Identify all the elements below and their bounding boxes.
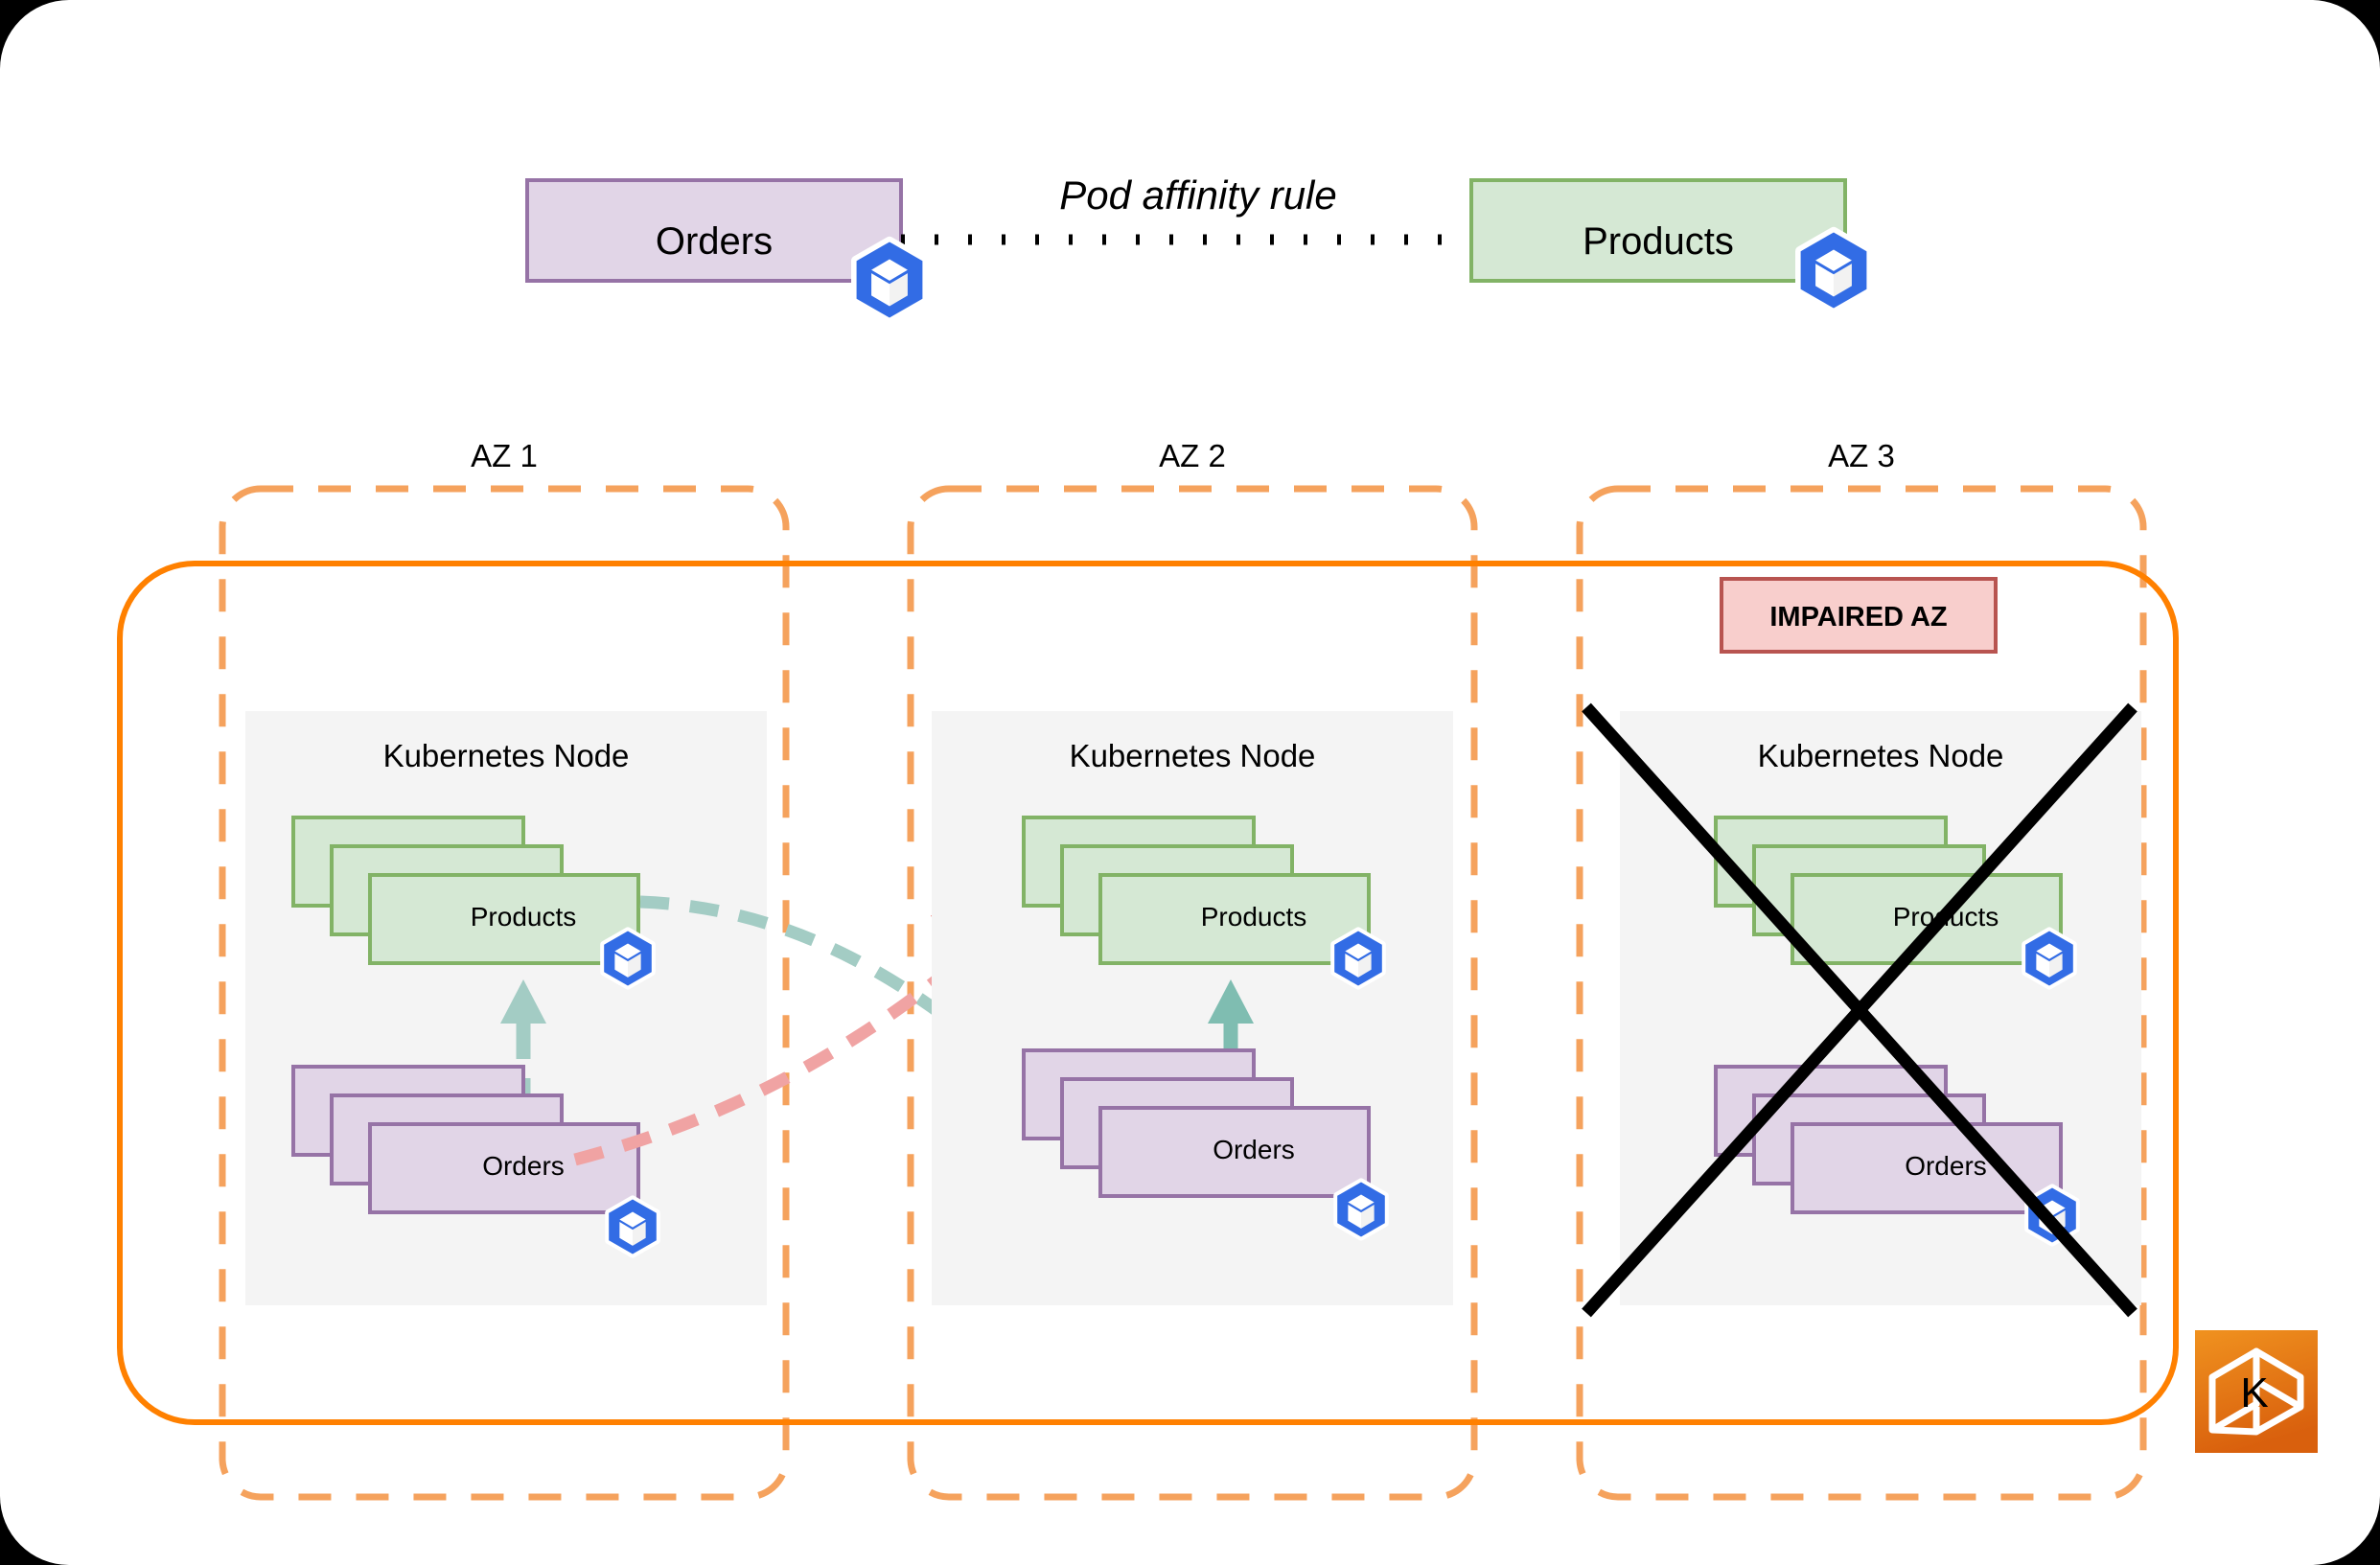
pod-stack-products-az1: Products (291, 816, 640, 965)
az3-crossed-out-marker (1582, 702, 2137, 1318)
az-label-az2: AZ 2 (1159, 438, 1226, 473)
pod-stack-orders-az1: Orders (291, 1065, 640, 1214)
kubernetes-icon (600, 927, 656, 990)
kubernetes-node-az3: Kubernetes Node Products Orders (1620, 711, 2141, 1305)
pod-stack-products-az2: Products (1022, 816, 1371, 965)
impaired-az-badge: IMPAIRED AZ (1720, 577, 1998, 654)
pod-affinity-connector: Pod affinity rule (901, 173, 1471, 245)
pod-stack-orders-az2: Orders (1022, 1048, 1371, 1198)
komodor-k-icon: K (2195, 1330, 2318, 1453)
kubernetes-icon (851, 236, 928, 324)
legend-orders-box: Orders (525, 178, 903, 283)
kubernetes-icon (1333, 1178, 1389, 1241)
kubernetes-icon (2022, 927, 2077, 990)
link-az1-products-to-az2-orders (639, 895, 1062, 1115)
legend-products-box: Products (1469, 178, 1847, 283)
kubernetes-node-az2: Kubernetes Node Products Orders (932, 711, 1453, 1305)
kubernetes-node-az1: Kubernetes Node Products Order (245, 711, 767, 1305)
az-label-az1: AZ 1 (471, 438, 538, 473)
pod-affinity-label: Pod affinity rule (1059, 173, 1337, 218)
kubernetes-icon (1795, 226, 1872, 314)
kubernetes-icon (1330, 927, 1386, 990)
cluster-boundary (117, 561, 2179, 1425)
az-label-az3: AZ 3 (1828, 438, 1895, 473)
kubernetes-icon (605, 1195, 660, 1258)
